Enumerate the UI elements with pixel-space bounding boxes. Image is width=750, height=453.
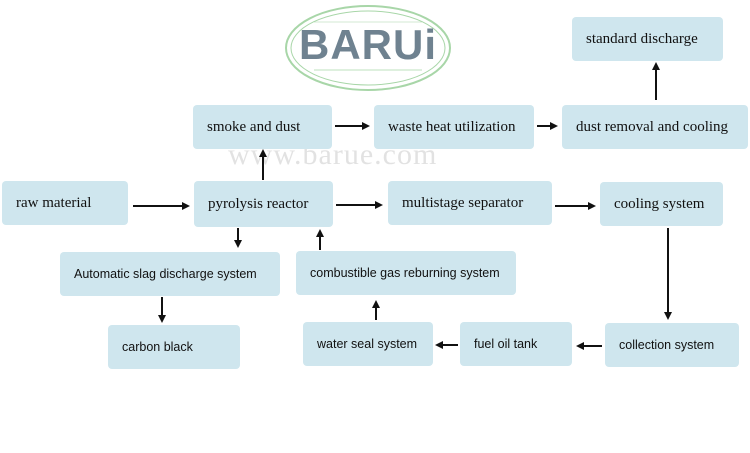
node-fuel-oil-tank: fuel oil tank <box>460 322 572 366</box>
node-carbon-black: carbon black <box>108 325 240 369</box>
node-label: waste heat utilization <box>388 118 516 135</box>
node-label: standard discharge <box>586 30 698 47</box>
node-label: raw material <box>16 194 92 211</box>
logo-wordmark: BARUi <box>299 21 437 68</box>
node-multistage-separator: multistage separator <box>388 181 552 225</box>
node-standard-discharge: standard discharge <box>572 17 723 61</box>
node-raw-material: raw material <box>2 181 128 225</box>
node-waste-heat-utilization: waste heat utilization <box>374 105 534 149</box>
node-smoke-and-dust: smoke and dust <box>193 105 332 149</box>
node-combustible-gas-reburning-system: combustible gas reburning system <box>296 251 516 295</box>
node-label: Automatic slag discharge system <box>74 267 257 281</box>
node-water-seal-system: water seal system <box>303 322 433 366</box>
node-label: fuel oil tank <box>474 337 538 351</box>
node-label: multistage separator <box>402 194 524 211</box>
node-label: collection system <box>619 338 715 352</box>
node-label: combustible gas reburning system <box>310 266 500 280</box>
node-label: cooling system <box>614 195 705 212</box>
node-cooling-system: cooling system <box>600 182 723 226</box>
node-automatic-slag-discharge-system: Automatic slag discharge system <box>60 252 280 296</box>
node-label: carbon black <box>122 340 193 354</box>
node-label: water seal system <box>317 337 418 351</box>
node-label: pyrolysis reactor <box>208 195 309 212</box>
node-collection-system: collection system <box>605 323 739 367</box>
node-label: smoke and dust <box>207 118 301 135</box>
node-label: dust removal and cooling <box>576 118 729 135</box>
node-dust-removal-and-cooling: dust removal and cooling <box>562 105 748 149</box>
node-pyrolysis-reactor: pyrolysis reactor <box>194 181 333 227</box>
barui-logo <box>285 5 451 91</box>
